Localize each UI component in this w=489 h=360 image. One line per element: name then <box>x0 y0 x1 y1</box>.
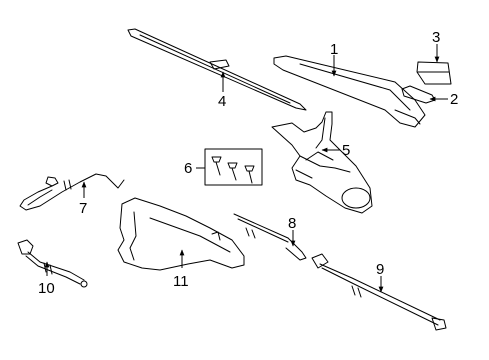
callout-11: 11 <box>173 273 189 290</box>
nut-cap-part <box>401 85 436 104</box>
bolt-2 <box>227 162 238 181</box>
callout-5: 5 <box>342 142 350 159</box>
bolts-part <box>204 148 263 186</box>
nozzle-part <box>17 239 88 288</box>
washer-pump-part <box>233 213 307 261</box>
callout-6: 6 <box>184 160 192 177</box>
callout-8: 8 <box>288 215 296 232</box>
washer-nozzle-hose-part <box>311 253 447 331</box>
bolt-3 <box>244 165 255 184</box>
bolt-1 <box>211 156 222 176</box>
wiper-blade-part <box>127 28 307 111</box>
callout-3: 3 <box>432 29 440 46</box>
wiper-arm-part <box>273 55 426 128</box>
callout-7: 7 <box>79 200 87 217</box>
washer-reservoir-part <box>117 197 245 271</box>
cap-part <box>416 61 452 85</box>
callout-10: 10 <box>38 280 55 297</box>
callout-4: 4 <box>218 93 226 110</box>
callout-2: 2 <box>450 91 458 108</box>
wiper-motor-part <box>271 111 373 214</box>
washer-hose-part <box>19 173 125 211</box>
callout-9: 9 <box>376 261 384 278</box>
callout-1: 1 <box>330 41 338 58</box>
